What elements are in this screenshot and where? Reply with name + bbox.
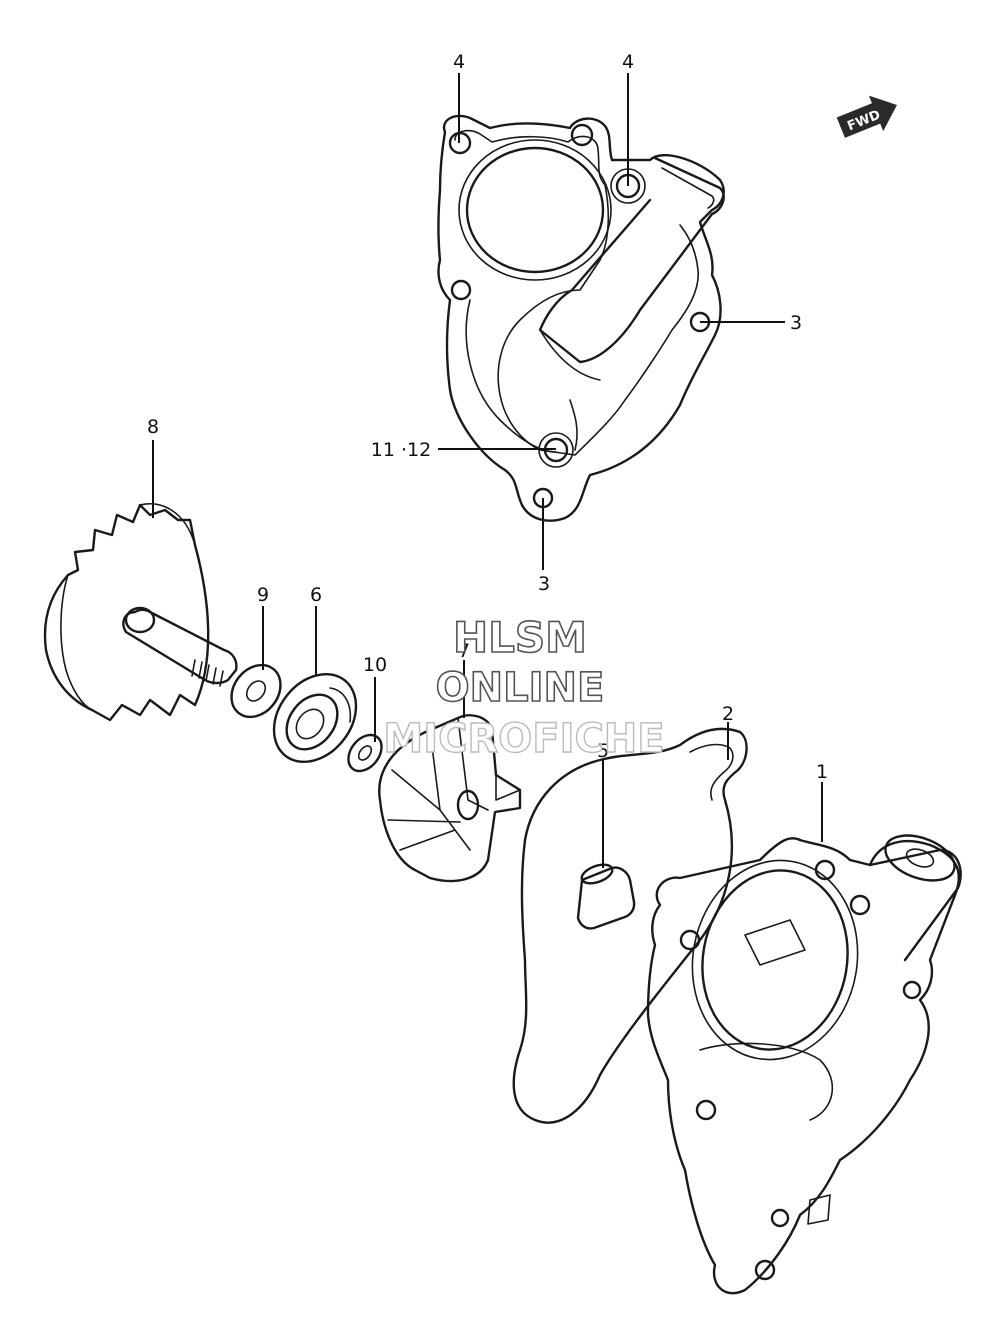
watermark: HLSM ONLINE MICROFICHE	[383, 612, 666, 763]
callout-6: 6	[310, 584, 322, 606]
impeller-7	[378, 714, 522, 883]
pump-case-1	[646, 834, 962, 1295]
leader-lines	[152, 73, 823, 868]
callout-4-right: 4	[622, 51, 634, 73]
fwd-arrow-icon: FWD	[836, 95, 897, 138]
washer-9	[230, 663, 282, 719]
pump-cover	[437, 114, 725, 522]
callout-2: 2	[722, 703, 734, 725]
callout-9: 9	[257, 584, 269, 606]
callout-3-right: 3	[790, 312, 802, 334]
bearing-6	[272, 672, 358, 764]
watermark-line3: MICROFICHE	[383, 716, 664, 762]
callout-8: 8	[147, 416, 159, 438]
washer-10	[347, 733, 383, 773]
dowel-pin-5	[576, 863, 636, 930]
callout-3-bottom: 3	[538, 573, 550, 595]
callout-7: 7	[458, 640, 470, 662]
callout-1: 1	[816, 761, 828, 783]
watermark-line1: HLSM	[453, 613, 587, 662]
callout-11-12: 11 ·12	[371, 439, 431, 461]
impeller-shaft-gear	[43, 503, 238, 722]
gasket-2	[512, 727, 748, 1124]
watermark-line2: ONLINE	[436, 665, 605, 711]
callout-5: 5	[597, 740, 609, 762]
callout-4-left: 4	[453, 51, 465, 73]
callout-labels: 4 4 3 11 ·12 3 8 9 6 10 7 5 2 1	[147, 51, 828, 783]
callout-10: 10	[363, 654, 387, 676]
